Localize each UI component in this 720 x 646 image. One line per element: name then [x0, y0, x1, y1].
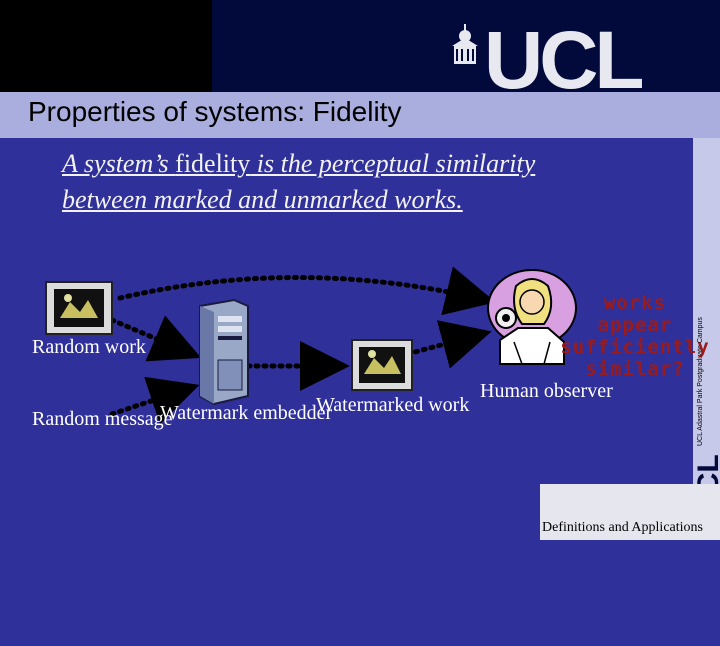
question-line: appear — [597, 314, 673, 336]
label-watermarked-work: Watermarked work — [316, 394, 470, 416]
ucl-building-icon — [452, 24, 478, 64]
header-black-block — [0, 0, 212, 92]
woman-observer-icon — [487, 269, 577, 365]
label-watermark-embedder: Watermark embedder — [160, 402, 333, 424]
slide-title: Properties of systems: Fidelity — [28, 96, 402, 127]
title-bar — [0, 92, 720, 138]
subtitle-pre: A system’s — [62, 149, 176, 178]
subtitle-post: is the perceptual similarity — [250, 149, 536, 178]
arrow-work-to-observer — [117, 266, 496, 316]
picture-frame-icon — [45, 281, 113, 335]
arrow-watermarked-to-observer — [397, 320, 492, 369]
subtitle-line2: between marked and unmarked works. — [62, 185, 463, 214]
subtitle-keyword: fidelity — [175, 149, 251, 178]
ucl-logo: UCL — [450, 15, 690, 106]
side-strip — [693, 138, 720, 540]
label-human-observer: Human observer — [480, 380, 613, 402]
arrow-work-to-embedder — [109, 315, 202, 362]
label-random-message: Random message — [32, 408, 173, 430]
question-line: sufficiently — [560, 336, 710, 358]
fidelity-definition: A system’s fidelity is the perceptual si… — [62, 146, 692, 218]
arrow-message-to-embedder — [109, 376, 200, 425]
question-line: similar? — [585, 358, 685, 380]
question-line: works — [603, 292, 667, 314]
computer-tower-icon — [199, 298, 249, 406]
picture-frame-icon — [351, 339, 413, 391]
footer-background — [540, 484, 720, 540]
footer-text: Definitions and Applications — [542, 520, 703, 535]
fidelity-diagram — [45, 266, 577, 425]
label-random-work: Random work — [32, 336, 146, 358]
similarity-question: works appear sufficiently similar? — [560, 292, 710, 380]
